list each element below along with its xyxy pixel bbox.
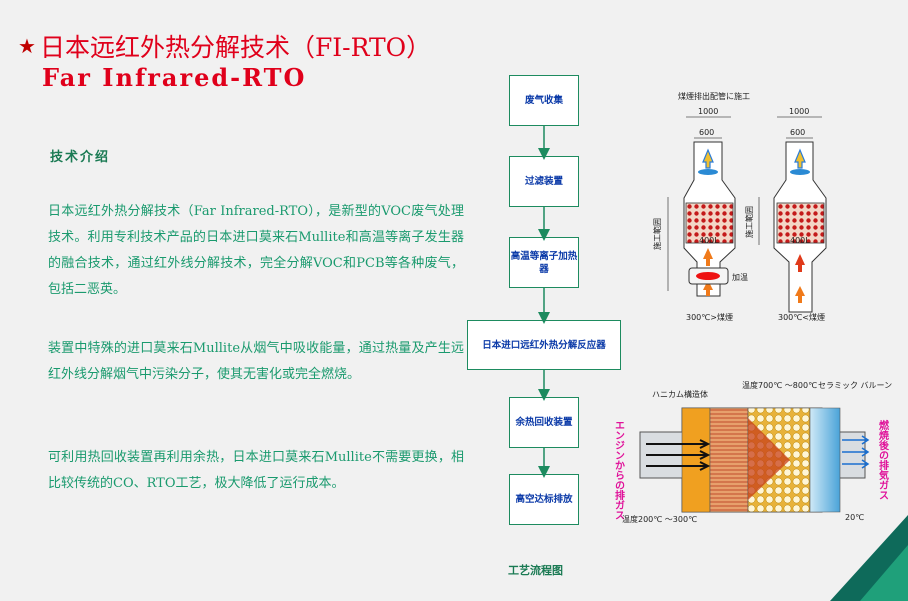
- outlet-label: 燃焼後の排気ガス: [877, 419, 890, 500]
- temperature-hot-label: 温度700℃ ～800℃: [742, 380, 817, 390]
- section-heading: 技术介绍: [50, 150, 111, 165]
- honeycomb-label: ハニカム構造体: [652, 389, 708, 399]
- intro-paragraph-2: 装置中特殊的进口莫来石Mullite从烟气中吸收能量，通过热量及产生远红外线分解…: [48, 336, 464, 388]
- inlet-label: エンジンからの排ガス: [613, 420, 625, 520]
- intro-paragraph-3: 可利用热回收装置再利用余热，日本进口莫来石Mullite不需要更换，相比较传统的…: [48, 445, 464, 497]
- star-icon: ★: [18, 34, 36, 58]
- intro-paragraph-1: 日本远红外热分解技术（Far Infrared-RTO），是新型的VOC废气处理…: [48, 199, 464, 303]
- corner-decoration-inner: [860, 545, 908, 601]
- title-row: ★ 日本远红外热分解技术（FI-RTO）: [18, 28, 431, 64]
- volume-label: 400L: [699, 236, 719, 245]
- chimney-diagram: 煤煙排出配管に施工 1000 600 400L 加温 施工範囲 300℃>煤煙 …: [652, 91, 827, 322]
- side-label: 施工範囲: [744, 206, 754, 238]
- side-label: 施工範囲: [652, 218, 662, 250]
- paragraph-text: 装置中特殊的进口莫来石Mullite从烟气中吸收能量，通过热量及产生远红外线分解…: [48, 341, 464, 382]
- temperature-in-label: 温度200℃ ～300℃: [622, 514, 697, 524]
- volume-label: 400L: [790, 236, 810, 245]
- page-title: 日本远红外热分解技术（FI-RTO）: [39, 33, 432, 62]
- flow-step-reactor: 日本进口远红外热分解反应器: [467, 320, 621, 370]
- paragraph-text: 日本远红外热分解技术（Far Infrared-RTO），是新型的VOC废气处理…: [48, 204, 464, 297]
- chimney-unit-left: 1000 600 400L 加温 施工範囲 300℃>煤煙: [652, 107, 748, 322]
- flow-step-plasma-heater: 高温等离子加热器: [509, 237, 579, 288]
- dimension-inner-label: 600: [699, 128, 714, 137]
- chimney-unit-right: 1000 600 400L 施工範囲 300℃<煤煙: [744, 107, 827, 322]
- flow-step-collection: 废气收集: [509, 75, 579, 126]
- reactor-diagram: ハニカム構造体 温度700℃ ～800℃ セラミック バルーン エンジンからの排…: [613, 380, 893, 524]
- dimension-inner-label: 600: [790, 128, 805, 137]
- dimension-outer-label: 1000: [698, 107, 718, 116]
- ceramic-balloon-label: セラミック バルーン: [818, 381, 892, 390]
- chimney-diagram-title: 煤煙排出配管に施工: [678, 91, 750, 101]
- flow-caption: 工艺流程图: [508, 564, 563, 577]
- right-caption: 300℃<煤煙: [778, 312, 825, 322]
- temperature-out-label: 20℃: [845, 513, 864, 522]
- left-caption: 300℃>煤煙: [686, 312, 733, 322]
- dimension-outer-label: 1000: [789, 107, 809, 116]
- heater-label: 加温: [732, 272, 748, 282]
- page-subtitle: Far Infrared-RTO: [42, 63, 307, 92]
- paragraph-text: 可利用热回收装置再利用余热，日本进口莫来石Mullite不需要更换，相比较传统的…: [48, 450, 464, 491]
